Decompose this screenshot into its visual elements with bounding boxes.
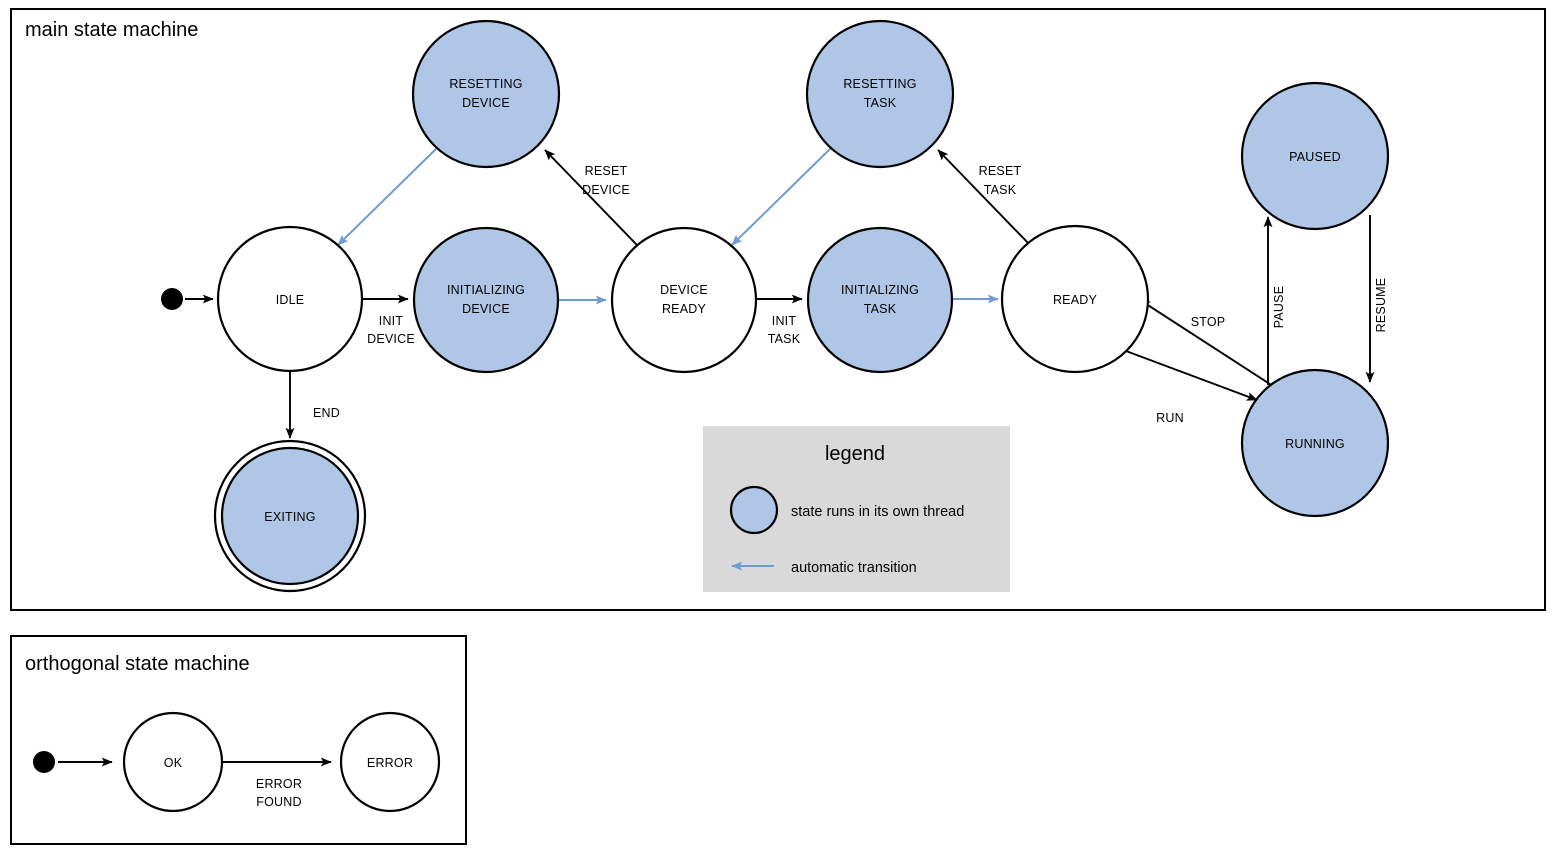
main-state-machine-title: main state machine: [25, 19, 198, 41]
transition-idle-to-initializing-device: INIT DEVICE: [362, 294, 415, 346]
orthogonal-state-machine-frame: [10, 635, 467, 845]
transition-paused-to-running: RESUME: [1365, 215, 1388, 383]
edge-label-reset-task-line2: TASK: [984, 183, 1017, 197]
state-label-resetting-device-line2: DEVICE: [462, 96, 510, 110]
state-label-error: ERROR: [367, 756, 413, 770]
state-label-resetting-task-line2: TASK: [864, 96, 897, 110]
edge-label-init-device-line2: DEVICE: [367, 332, 415, 346]
transition-idle-to-exiting: END: [285, 371, 340, 439]
state-label-running: RUNNING: [1285, 437, 1345, 451]
edge-label-resume: RESUME: [1374, 278, 1388, 333]
state-label-initializing-device-line2: DEVICE: [462, 302, 510, 316]
state-node-initializing-task[interactable]: INITIALIZING TASK: [806, 226, 954, 374]
state-label-ok: OK: [164, 756, 183, 770]
state-label-device-ready-line1: DEVICE: [660, 283, 708, 297]
edge-label-reset-task-line1: RESET: [979, 164, 1022, 178]
transition-device-ready-to-initializing-task: INIT TASK: [756, 294, 803, 346]
transition-resetting-device-to-idle: [337, 147, 438, 246]
edge-label-run: RUN: [1156, 411, 1184, 425]
transition-ready-to-running: RUN: [1125, 350, 1258, 425]
state-label-initializing-device-line1: INITIALIZING: [447, 283, 525, 297]
legend-threaded-state-swatch: [729, 485, 779, 535]
edge-label-init-task-line2: TASK: [768, 332, 801, 346]
state-node-running[interactable]: RUNNING: [1240, 368, 1390, 518]
state-label-resetting-task-line1: RESETTING: [843, 77, 916, 91]
state-node-error[interactable]: ERROR: [339, 711, 441, 813]
state-node-resetting-task[interactable]: RESETTING TASK: [805, 19, 955, 169]
legend-title: legend: [825, 443, 885, 465]
main-state-machine-frame: [10, 8, 1546, 611]
state-node-device-ready[interactable]: DEVICE READY: [610, 226, 758, 374]
transition-resetting-task-to-device-ready: [731, 147, 832, 246]
initial-state-marker-orthogonal: [33, 751, 55, 773]
edge-label-error-found-line2: FOUND: [256, 795, 301, 809]
edge-label-pause: PAUSE: [1272, 286, 1286, 328]
edge-label-init-device-line1: INIT: [379, 314, 404, 328]
state-node-ready[interactable]: READY: [1000, 224, 1150, 374]
edge-label-reset-device-line2: DEVICE: [582, 183, 630, 197]
legend-item-threaded-label: state runs in its own thread: [791, 504, 964, 520]
edge-label-error-found-line1: ERROR: [256, 777, 302, 791]
legend-item-automatic-label: automatic transition: [791, 560, 917, 576]
state-label-resetting-device-line1: RESETTING: [449, 77, 522, 91]
state-label-initializing-task-line1: INITIALIZING: [841, 283, 919, 297]
initial-state-marker-main: [161, 288, 183, 310]
edge-label-end: END: [313, 406, 340, 420]
state-node-initializing-device[interactable]: INITIALIZING DEVICE: [412, 226, 560, 374]
state-label-paused: PAUSED: [1289, 150, 1341, 164]
state-node-exiting-final[interactable]: EXITING: [213, 439, 367, 593]
transition-ok-to-error: ERROR FOUND: [222, 757, 332, 809]
state-label-initializing-task-line2: TASK: [864, 302, 897, 316]
transition-running-to-ready: STOP: [1139, 299, 1277, 389]
edge-label-reset-device-line1: RESET: [585, 164, 628, 178]
orthogonal-state-machine-title: orthogonal state machine: [25, 653, 250, 675]
legend-panel: legend state runs in its own thread auto…: [703, 426, 1010, 592]
edge-label-stop: STOP: [1191, 315, 1226, 329]
edge-label-init-task-line1: INIT: [772, 314, 797, 328]
state-label-device-ready-line2: READY: [662, 302, 707, 316]
transition-running-to-paused: PAUSE: [1263, 216, 1286, 385]
state-node-paused[interactable]: PAUSED: [1240, 81, 1390, 231]
state-label-ready: READY: [1053, 293, 1098, 307]
state-node-ok[interactable]: OK: [122, 711, 224, 813]
state-label-idle: IDLE: [276, 293, 305, 307]
state-node-idle[interactable]: IDLE: [216, 225, 364, 373]
state-node-resetting-device[interactable]: RESETTING DEVICE: [411, 19, 561, 169]
transition-device-ready-to-resetting-device: RESET DEVICE: [544, 149, 638, 246]
state-label-exiting: EXITING: [264, 510, 315, 524]
transition-ready-to-resetting-task: RESET TASK: [937, 149, 1031, 246]
